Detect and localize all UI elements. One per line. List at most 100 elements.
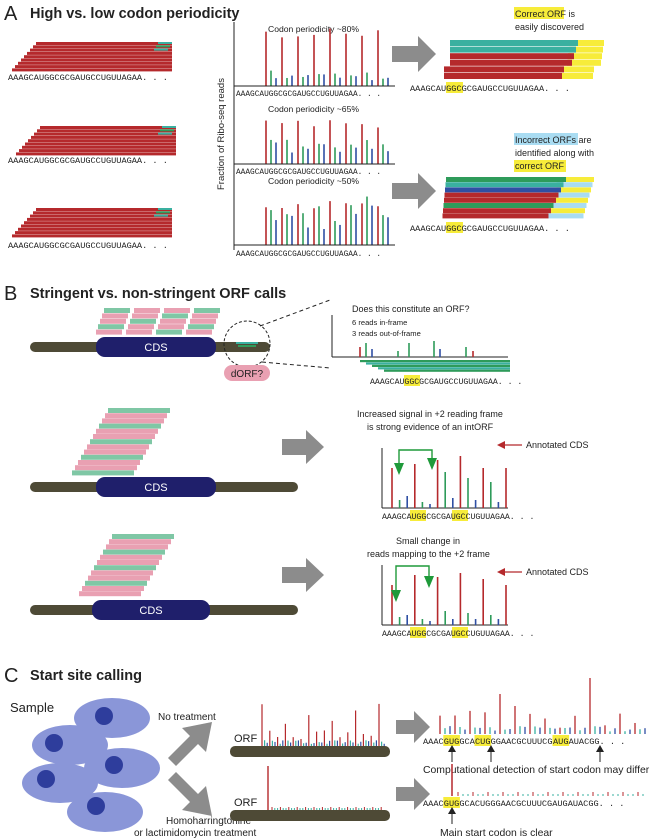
read-block bbox=[132, 313, 158, 319]
read-block bbox=[75, 465, 137, 471]
case1-bars bbox=[391, 456, 507, 508]
reads-out-frame: 3 reads out-of-frame bbox=[352, 329, 421, 338]
read-block bbox=[190, 318, 216, 324]
panel-a-title: High vs. low codon periodicity bbox=[30, 6, 239, 22]
read-block bbox=[91, 570, 153, 576]
orf-track bbox=[230, 746, 390, 757]
read-bar bbox=[21, 58, 172, 62]
periodicity-plots: Fraction of Ribo-seq reads Codon periodi… bbox=[216, 22, 395, 259]
nucleus bbox=[45, 734, 63, 752]
orf-highlight bbox=[567, 59, 601, 66]
sequence-segment: GUG bbox=[444, 799, 459, 809]
read-bar bbox=[31, 135, 176, 139]
case2-text-line2: reads mapping to the +2 frame bbox=[367, 549, 490, 559]
sequence-segment: AUG bbox=[553, 737, 568, 747]
orf-question: Does this constitute an ORF? bbox=[352, 304, 470, 314]
read-bar bbox=[154, 214, 168, 217]
incorrect-orf-label-line3: correct ORF bbox=[515, 161, 565, 171]
read-block bbox=[192, 313, 218, 319]
panel-c-title: Start site calling bbox=[30, 668, 142, 684]
read-bar bbox=[156, 211, 170, 214]
cds-label: CDS bbox=[144, 342, 167, 354]
annotated-cds-label: Annotated CDS bbox=[526, 440, 589, 450]
cds-box bbox=[96, 477, 216, 497]
read-block bbox=[82, 586, 144, 591]
sequence-segment: CUG bbox=[475, 737, 490, 747]
read-bar bbox=[158, 42, 172, 44]
reads-in-frame: 6 reads in-frame bbox=[352, 318, 407, 327]
note-detection-differs: Computational detection of start codon m… bbox=[423, 765, 650, 776]
treatment-label-line2: or lactimidomycin treatment bbox=[134, 828, 256, 839]
arrow-right-icon bbox=[392, 173, 436, 209]
read-block bbox=[134, 308, 160, 313]
orf-highlight bbox=[552, 197, 588, 203]
read-block bbox=[72, 470, 134, 476]
read-bar bbox=[27, 217, 172, 221]
correct-orf-highlight bbox=[514, 7, 564, 19]
read-block bbox=[102, 418, 164, 424]
read-bar bbox=[18, 61, 172, 65]
read-bar bbox=[444, 73, 562, 79]
orf-label: ORF bbox=[234, 733, 258, 745]
read-block bbox=[98, 324, 124, 330]
read-bar bbox=[30, 214, 172, 218]
case1-seq: AAAGCAUGGCGCGAUGCCUGUUAGAA. . . bbox=[382, 513, 534, 522]
read-block bbox=[112, 534, 174, 539]
arrow-down-icon bbox=[394, 463, 404, 475]
dorf-badge bbox=[224, 365, 270, 381]
read-bar bbox=[442, 213, 549, 219]
plot-2-label: Codon periodicity ~65% bbox=[268, 104, 359, 114]
read-block bbox=[106, 544, 168, 550]
read-bar bbox=[384, 369, 510, 372]
start-site-bars-2 bbox=[451, 764, 644, 796]
arrow-right-icon bbox=[282, 430, 324, 464]
incorrect-orf-label: Incorrect ORFs are bbox=[515, 135, 592, 145]
read-block bbox=[102, 313, 128, 319]
read-bar bbox=[444, 192, 559, 198]
orf-highlight bbox=[549, 208, 585, 214]
read-bar bbox=[24, 55, 172, 59]
read-block bbox=[96, 329, 122, 335]
read-block bbox=[164, 308, 190, 313]
cell bbox=[67, 792, 143, 832]
orf-highlight bbox=[560, 66, 594, 73]
read-block bbox=[97, 560, 159, 565]
read-block bbox=[108, 408, 170, 413]
read-bar bbox=[22, 145, 176, 149]
read-bar bbox=[12, 68, 172, 72]
sequence-segment: GGAACGCUUUCG bbox=[491, 737, 553, 747]
intorf-read-stack bbox=[72, 408, 170, 476]
panel-a-seq-3: AAAGCAUGGCGCGAUGCCUGUUAGAA. . . bbox=[8, 241, 168, 251]
read-bar bbox=[446, 177, 566, 182]
correct-orf-highlight-2 bbox=[514, 160, 566, 172]
read-bar bbox=[12, 234, 172, 238]
read-block bbox=[99, 423, 161, 429]
arrow-up-icon bbox=[596, 745, 604, 752]
arrow-down-right-icon bbox=[168, 772, 212, 816]
start-codon-highlight bbox=[446, 82, 463, 93]
orf-highlight bbox=[559, 73, 593, 79]
cds-label: CDS bbox=[144, 482, 167, 494]
read-block bbox=[85, 580, 147, 586]
read-block bbox=[79, 591, 141, 597]
read-block bbox=[105, 413, 167, 419]
case2-seq: AAAGCAUGGCGCGAUGCCUGUUAGAA. . . bbox=[382, 630, 534, 639]
read-bar bbox=[162, 126, 176, 128]
read-bar bbox=[34, 132, 176, 136]
arrow-down-icon bbox=[424, 576, 434, 588]
arrow-up-icon bbox=[448, 745, 456, 752]
read-bar bbox=[378, 367, 510, 370]
start-codon-highlight bbox=[404, 375, 420, 386]
sequence-segment: GCACUGGGAACGCUUUCGAUGAUACGG. . . bbox=[459, 799, 624, 809]
read-bar bbox=[445, 182, 564, 188]
read-block bbox=[130, 318, 156, 324]
read-block bbox=[87, 444, 149, 450]
treatment-bars bbox=[267, 766, 382, 810]
read-bar bbox=[154, 48, 168, 51]
arrow-up-icon bbox=[487, 745, 495, 752]
plot-1-label: Codon periodicity ~80% bbox=[268, 24, 359, 34]
sample-label: Sample bbox=[10, 700, 54, 715]
read-block bbox=[109, 539, 171, 545]
read-bar bbox=[19, 149, 176, 153]
